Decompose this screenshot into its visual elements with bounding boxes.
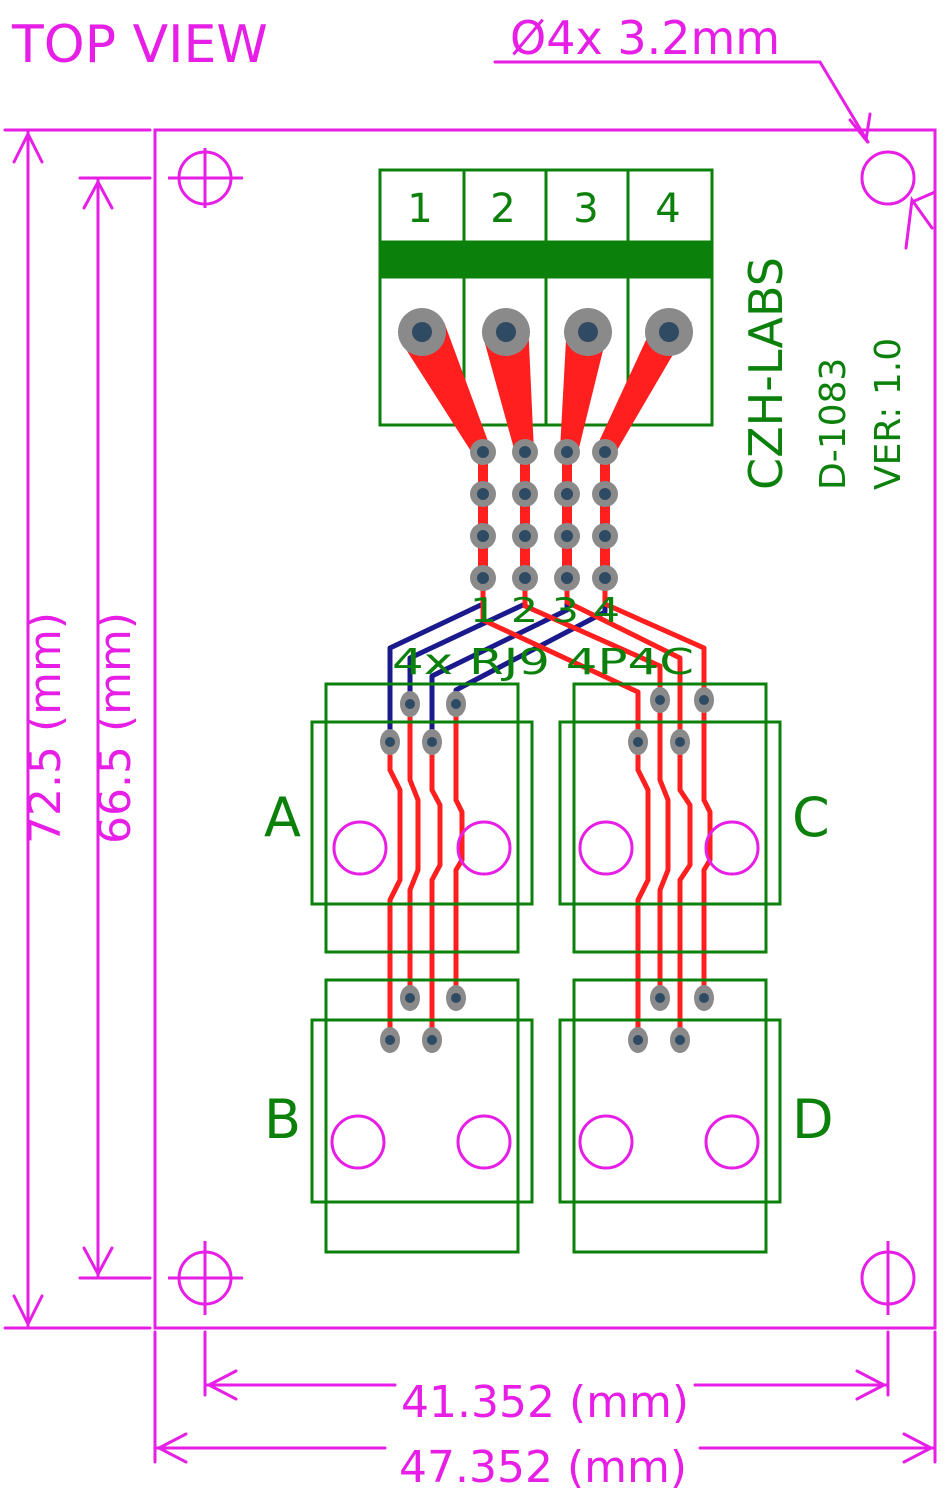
terminal-pin-3-label: 3 (573, 186, 598, 232)
terminal-block-bar (380, 242, 712, 277)
jack-pin-drills (385, 695, 709, 1045)
connector-label: 4x RJ9 4P4C (392, 642, 694, 683)
terminal-pin-4-label: 4 (655, 186, 680, 232)
mounting-hole-bottom-right (860, 1241, 916, 1315)
version-label: VER: 1.0 (868, 338, 909, 490)
header-pad-drills (477, 446, 611, 584)
inner-height-label: 66.5 (mm) (90, 612, 141, 844)
mounting-hole-top-right (860, 150, 916, 206)
view-title: TOP VIEW (11, 15, 268, 75)
jack-routing-traces (387, 700, 713, 1040)
header-pins-label: 1 2 3 4 (470, 591, 620, 631)
jack-d-label: D (792, 1088, 834, 1151)
hole-note: Ø4x 3.2mm (510, 11, 780, 65)
inner-width-label: 41.352 (mm) (401, 1377, 689, 1428)
jack-b-label: B (264, 1088, 301, 1151)
header-pads (470, 439, 618, 591)
mounting-hole-top-left (168, 148, 243, 208)
brand-label: CZH-LABS (739, 257, 793, 490)
part-number-label: D-1083 (813, 358, 854, 490)
jack-mounting-holes (330, 820, 760, 1170)
outer-height-label: 72.5 (mm) (20, 612, 71, 844)
terminal-screw-pads (398, 308, 693, 356)
board-outline (153, 128, 937, 1330)
jack-footprints (310, 682, 782, 1254)
terminal-pin-2-label: 2 (490, 186, 515, 232)
terminal-pin-1-label: 1 (407, 186, 432, 232)
jack-a-label: A (264, 786, 301, 849)
jack-c-label: C (792, 786, 830, 849)
mounting-hole-bottom-left (168, 1241, 243, 1315)
outer-width-label: 47.352 (mm) (399, 1442, 687, 1493)
dimension-lines (3, 60, 937, 1464)
vertical-trace-links (478, 452, 610, 578)
